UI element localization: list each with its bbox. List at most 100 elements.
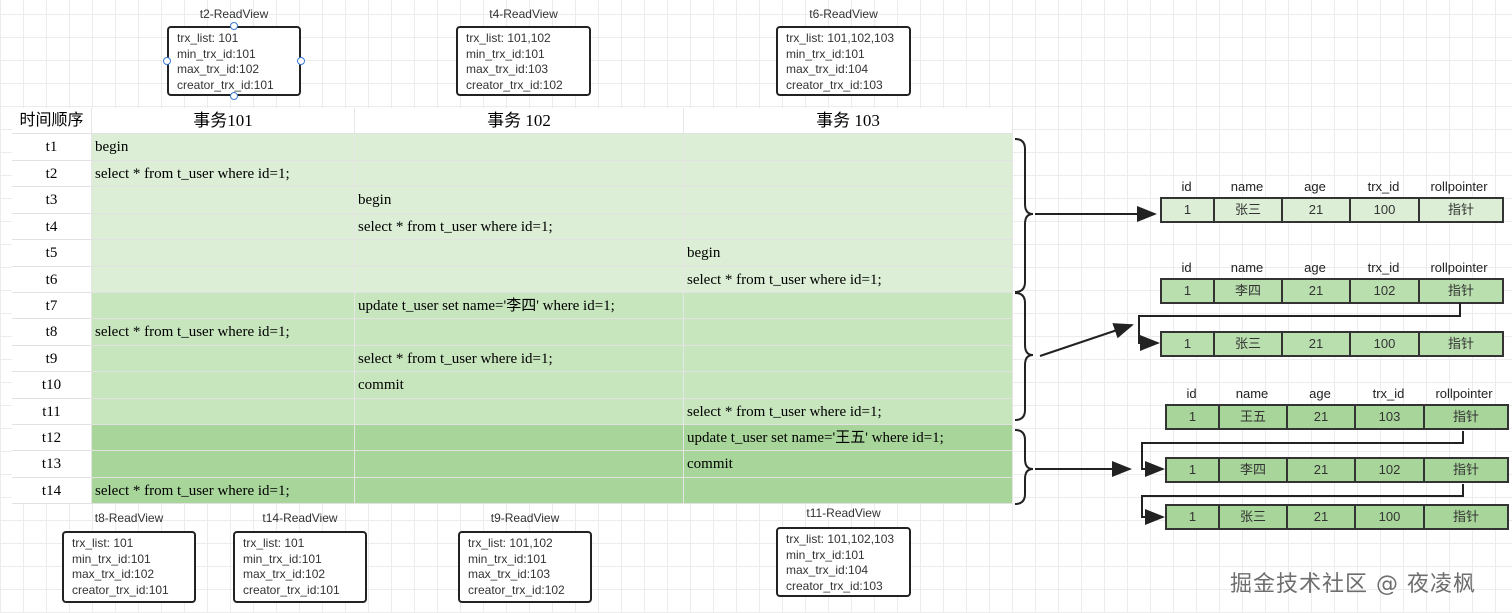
- column-header: 事务 103: [684, 108, 1013, 134]
- statement-cell: [92, 451, 355, 477]
- time-cell: t8: [12, 319, 92, 345]
- rollpointer-link: [1141, 431, 1464, 477]
- statement-cell: [684, 372, 1013, 398]
- time-cell: t7: [12, 292, 92, 319]
- selection-handle[interactable]: [230, 92, 238, 100]
- readview-label: t11-ReadView: [806, 506, 881, 520]
- record-field: 1: [1167, 406, 1220, 428]
- readview-field: creator_trx_id:101: [243, 582, 340, 597]
- readview-label: t4-ReadView: [489, 7, 558, 21]
- record-field: 指针: [1452, 409, 1479, 424]
- statement-cell: [92, 425, 355, 451]
- selection-handle[interactable]: [297, 57, 305, 65]
- statement-cell: [355, 398, 684, 425]
- arrow-phase2: [1039, 323, 1134, 357]
- readview-field: min_trx_id:101: [786, 547, 865, 562]
- record-column-header: age: [1304, 260, 1326, 275]
- record-field: 王五: [1220, 406, 1288, 428]
- time-cell: t4: [12, 213, 92, 240]
- readview-field: trx_list: 101: [243, 536, 305, 550]
- readview-field: min_trx_id:101: [466, 46, 545, 61]
- time-cell: t2: [12, 160, 92, 187]
- record-field: 指针: [1447, 336, 1474, 351]
- record-field: 李四: [1220, 459, 1288, 481]
- record-field: 指针: [1452, 509, 1479, 524]
- readview-field: max_trx_id:104: [786, 62, 869, 77]
- statement-cell: select * from t_user where id=1;: [684, 398, 1013, 425]
- record-column-header: rollpointer: [1430, 179, 1488, 194]
- time-cell: t10: [12, 372, 92, 398]
- selection-handle[interactable]: [230, 22, 238, 30]
- statement-cell: update t_user set name='王五' where id=1;: [684, 425, 1013, 451]
- statement-cell: [355, 160, 684, 187]
- record-field: 1: [1162, 333, 1215, 355]
- readview-field: creator_trx_id:103: [786, 77, 883, 92]
- record-field: 21: [1288, 506, 1356, 528]
- brace-t12-t14: [1014, 429, 1034, 505]
- statement-cell: select * from t_user where id=1;: [92, 319, 355, 345]
- selection-handle[interactable]: [163, 57, 171, 65]
- readview-field: max_trx_id:103: [466, 62, 549, 77]
- statement-cell: select * from t_user where id=1;: [92, 477, 355, 504]
- statement-cell: [355, 134, 684, 160]
- table-row: t4 select * from t_user where id=1;: [12, 213, 1013, 241]
- readview-field: max_trx_id:102: [243, 567, 326, 582]
- time-cell: t5: [12, 240, 92, 266]
- statement-cell: select * from t_user where id=1;: [355, 213, 684, 240]
- statement-cell: select * from t_user where id=1;: [684, 266, 1013, 292]
- record-field: 100: [1351, 199, 1420, 221]
- record-field: 21: [1283, 280, 1351, 302]
- readview-field: min_trx_id:101: [177, 46, 256, 61]
- statement-cell: [355, 477, 684, 504]
- statement-cell: [355, 266, 684, 292]
- record-column-header: id: [1181, 179, 1192, 194]
- readview-label: t14-ReadView: [262, 511, 338, 525]
- record-column-header: id: [1186, 386, 1197, 401]
- readview-field: trx_list: 101,102,103: [786, 532, 895, 546]
- readview-field: min_trx_id:101: [468, 551, 547, 566]
- statement-cell: [684, 345, 1013, 372]
- statement-cell: [355, 451, 684, 477]
- readview-field: min_trx_id:101: [786, 46, 865, 61]
- readview-field: trx_list: 101: [72, 536, 134, 550]
- record-field: 102: [1356, 459, 1425, 481]
- record-column-header: rollpointer: [1435, 386, 1493, 401]
- readview-field: max_trx_id:102: [72, 567, 155, 582]
- readview-field: min_trx_id:101: [72, 551, 151, 566]
- statement-cell: [92, 187, 355, 213]
- readview-field: trx_list: 101,102: [466, 31, 551, 45]
- readview-field: min_trx_id:101: [243, 551, 322, 566]
- record-column-header: age: [1309, 386, 1331, 401]
- readview-label: t9-ReadView: [490, 511, 560, 525]
- readview-field: creator_trx_id:102: [466, 77, 563, 92]
- record-field: 1: [1162, 199, 1215, 221]
- readview-field: trx_list: 101: [177, 31, 239, 45]
- statement-cell: [355, 425, 684, 451]
- statement-cell: [92, 398, 355, 425]
- readview-label: t6-ReadView: [809, 7, 878, 21]
- statement-cell: [92, 240, 355, 266]
- record-field: 张三: [1215, 199, 1283, 221]
- readview-field: trx_list: 101,102,103: [786, 31, 895, 45]
- record-field: 21: [1283, 333, 1351, 355]
